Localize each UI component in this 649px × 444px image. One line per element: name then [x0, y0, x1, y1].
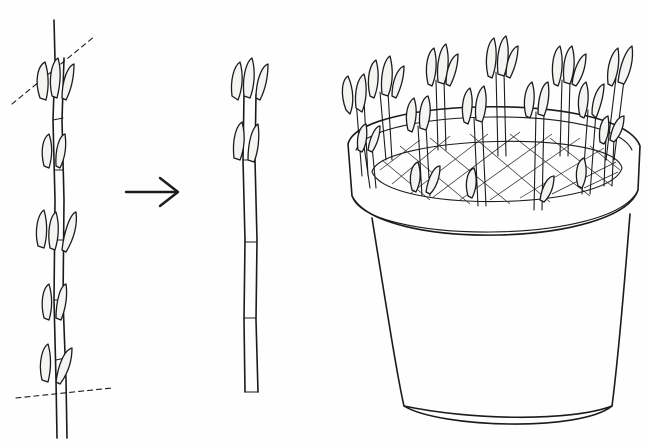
cutting-leaf-cluster-lower	[233, 122, 258, 162]
leaf-cluster-top	[37, 58, 74, 100]
cut-cutting-icon	[231, 58, 268, 392]
pot-cuttings	[342, 36, 632, 210]
pot-with-cuttings-icon	[342, 36, 640, 424]
arrow-right-icon	[126, 178, 178, 206]
full-stem-with-cut-lines-icon	[12, 20, 112, 438]
cutting-leaf-cluster-top	[231, 58, 268, 100]
leaf-cluster-3	[36, 210, 76, 252]
